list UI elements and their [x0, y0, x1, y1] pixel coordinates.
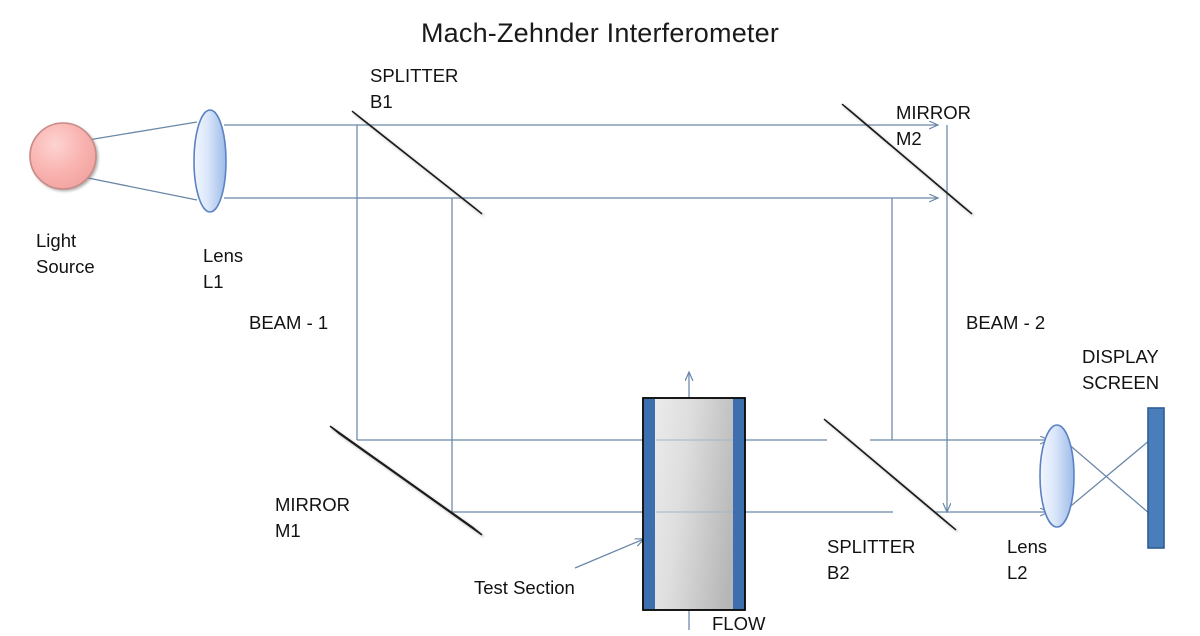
label-test-section: Test Section [474, 577, 575, 598]
label-lens-l2: Lens L2 [1007, 536, 1048, 583]
beam-l2-cross-a [1065, 441, 1151, 515]
beam-source-lower [87, 177, 198, 201]
mirror-m2-icon [841, 103, 973, 215]
light-source-icon [29, 122, 97, 190]
display-screen-icon [1147, 407, 1165, 549]
label-beam-2: BEAM - 2 [966, 312, 1046, 333]
label-light-source: Light Source [36, 230, 95, 277]
test-section-icon [642, 397, 746, 611]
lens-l1-icon [193, 109, 227, 213]
mirror-m1-icon [329, 425, 483, 536]
page-title: Mach-Zehnder Interferometer [420, 18, 780, 48]
splitter-b2-icon [823, 418, 957, 531]
label-mirror-m1: MIRROR M1 [275, 494, 351, 541]
label-flow: FLOW [712, 613, 766, 634]
beam-l2-cross-b [1065, 439, 1151, 511]
test-section-callout-arrow [574, 539, 644, 569]
splitter-b1-icon [351, 110, 483, 215]
label-splitter-b1: SPLITTER B1 [370, 65, 459, 112]
label-mirror-m2: MIRROR M2 [896, 102, 972, 149]
lens-l2-icon [1039, 424, 1075, 528]
label-beam-1: BEAM - 1 [249, 312, 329, 333]
label-splitter-b2: SPLITTER B2 [827, 536, 916, 583]
beam-source-upper [87, 121, 198, 141]
label-display-screen: DISPLAY SCREEN [1082, 346, 1160, 393]
label-lens-l1: Lens L1 [203, 245, 244, 292]
